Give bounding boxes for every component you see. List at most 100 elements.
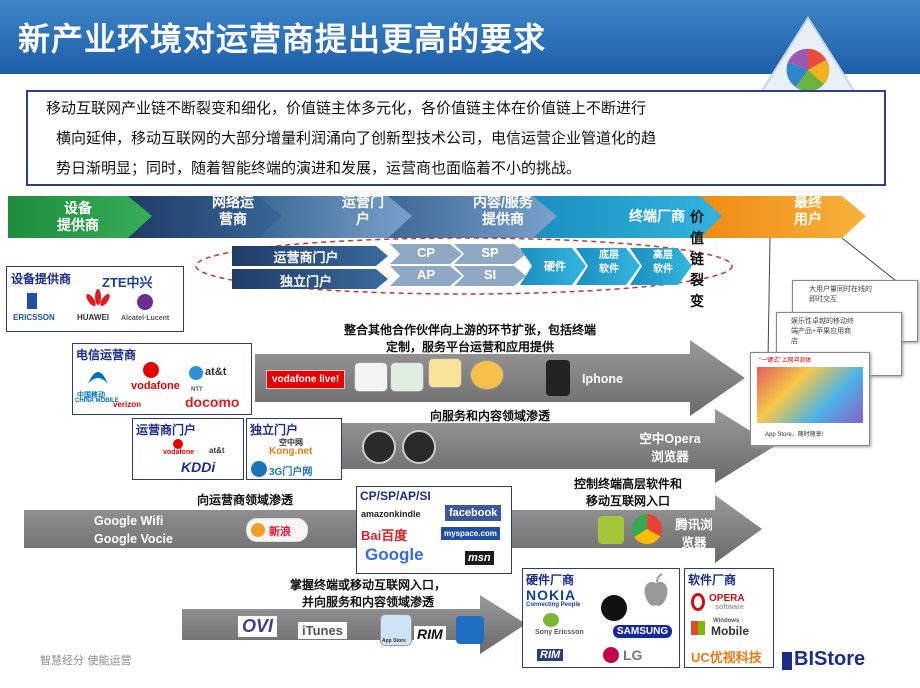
sp-label: SP [481, 245, 499, 260]
page-title: 新产业环境对运营商提出更高的要求 [18, 21, 547, 57]
att-small-logo: at&t [209, 446, 225, 455]
weibo-eye-icon [251, 523, 265, 537]
iphone-device-icon [546, 360, 570, 396]
intro-line-2: 横向延伸，移动互联网的大部分增量利润涌向了创新型技术公司，电信运营企业管道化的趋 [56, 130, 657, 147]
vodafone-small-icon [173, 439, 183, 449]
myspace-logo: myspace.com [441, 527, 500, 540]
vodafone-small-logo: vodafone [163, 449, 195, 456]
screen2-text: 娱乐性卓越的移动终 端产品+苹果应用商 店 [791, 318, 854, 345]
china-mobile-mark-icon [88, 372, 108, 384]
software-vendor-box: 软件厂商 OPERA software Windows Mobile UC优视科… [684, 568, 774, 668]
itunes-logo: iTunes [298, 622, 347, 639]
row3-left-label: Google Wifi Google Vocie [94, 514, 173, 546]
highsw-label: 高层 软件 [653, 250, 673, 275]
3g-mark-icon [251, 461, 267, 477]
baidu-logo: Bai百度 [361, 528, 408, 543]
portal2-label: 独立门户 [279, 274, 332, 289]
appstore-icon [380, 614, 412, 646]
motorola-icon [601, 595, 627, 621]
ntt-logo: NTT [191, 387, 203, 393]
hardware-vendor-box: 硬件厂商 NOKIA Connecting People Sony Ericss… [522, 568, 680, 668]
windows-marketplace-icon [456, 616, 484, 644]
chain-label-portal: 运营门 户 [342, 194, 384, 227]
intro-line-3: 势日渐明显；同时，随着智能终端的演进和发展，运营商也面临着不小的挑战。 [56, 160, 582, 177]
chain-seg-user [700, 196, 866, 238]
telecom-operator-box: 电信运营商 中国移动 CHINA MOBILE vodafone at&t NT… [72, 343, 252, 415]
kongzhong-url-logo: Kong.net [269, 446, 313, 457]
chain-label-content: 内容/服务 提供商 [473, 194, 533, 227]
ap-label: AP [416, 267, 436, 282]
sina-weibo-badge: 新浪 [246, 518, 308, 542]
intro-line-1: 移动互联网产业链不断裂变和细化，价值链主体多元化，各价值链主体在价值链上不断进行 [46, 100, 647, 117]
portal1-shape [232, 246, 388, 266]
att-logo: at&t [205, 366, 227, 378]
rim-logo: RIM [537, 649, 564, 661]
app-tile-2-icon [390, 362, 424, 392]
ericsson-mark-icon [27, 293, 37, 309]
chain-seg-terminal [533, 196, 735, 238]
nokia-logo: NOKIA [526, 587, 577, 603]
value-chain-arrows [8, 196, 866, 238]
intro-textbox: 移动互联网产业链不断裂变和细化，价值链主体多元化，各价值链主体在价值链上不断进行… [26, 90, 886, 186]
split-label: 价值链裂变 [690, 209, 704, 309]
msn-logo: msn [465, 551, 494, 565]
sony-ericsson-icon [543, 613, 559, 627]
opera-sub-logo: software [715, 604, 744, 611]
huawei-mark-icon [86, 289, 110, 306]
chain-seg-portal [258, 196, 425, 238]
op-portal-title: 运营商门户 [136, 423, 197, 437]
windows-logo: Windows [713, 618, 740, 624]
chain-seg-equipment [8, 196, 165, 238]
screen3-text: "一键式"上网冲浪体 [759, 358, 812, 364]
win-mobile-logo: Mobile [711, 624, 749, 638]
rim-small-logo: RIM [414, 626, 446, 642]
lg-logo: LG [623, 647, 643, 663]
opera-logo: OPERA [709, 593, 745, 604]
verizon-logo: verizon [113, 400, 142, 409]
footer-slogan: 智慧经分 使能运营 [40, 654, 132, 667]
ericsson-logo: ERICSSON [13, 313, 55, 322]
chrome-icon [632, 514, 662, 544]
split-ellipse [195, 237, 733, 295]
bistore-mark-icon [782, 652, 792, 670]
chain-seg-network [128, 196, 295, 238]
chain-label-user: 最终 用户 [794, 194, 822, 227]
highsw-shape [630, 248, 692, 285]
china-mobile-logo: 中国移动 [77, 392, 105, 399]
screen-card-3: "一键式"上网冲浪体 App Store，随时随享! [750, 352, 870, 446]
screen1-text: 大用户量同时在线的 即时交互 [809, 286, 872, 303]
lowsw-shape [576, 248, 640, 285]
chain-label-network: 网络运 营商 [212, 194, 254, 227]
row1-caption: 整合其他合作伙伴向上游的环节扩张，包括终端 定制，服务平台运营和应用提供 [343, 323, 596, 354]
row3-right-caption: 控制终端高层软件和 移动互联网入口 [573, 477, 682, 508]
operator-portal-box: 运营商门户 vodafone at&t KDDi [132, 418, 244, 480]
cp-label: CP [416, 245, 436, 260]
app-tile-1-icon [354, 362, 388, 392]
chain-seg-content [388, 196, 570, 238]
huawei-logo: HUAWEI [77, 313, 109, 322]
lowsw-label: 底层 软件 [599, 250, 619, 275]
opera-mark-icon [691, 593, 705, 611]
nokia-sub-logo: Connecting People [526, 602, 581, 608]
corner-logo-icon [758, 16, 858, 95]
kddi-logo: KDDi [181, 459, 216, 475]
kongzhong-logo: 空中网 [279, 438, 303, 447]
chain-label-terminal: 终端厂商 [629, 208, 685, 224]
shopping-cart-icon [428, 358, 462, 388]
sony-ericsson-logo: Sony Ericsson [535, 629, 584, 636]
portal1-label: 运营商门户 [273, 250, 339, 265]
cpsp-box: CP/SP/AP/SI amazonkindle facebook Bai百度 … [356, 486, 512, 574]
facebook-logo: facebook [445, 505, 502, 521]
screen4-text: App Store，随时随享! [765, 432, 824, 438]
ovi-logo: OVI [238, 616, 278, 637]
sina-logo: 新浪 [269, 526, 291, 538]
china-mobile-en-logo: CHINA MOBILE [75, 398, 119, 404]
portal2-shape [232, 269, 388, 289]
alcatel-logo: Alcatel·Lucent [121, 315, 170, 322]
row2-end-label: 空中Opera 浏览器 [639, 432, 701, 464]
att-mark-icon [189, 366, 203, 380]
row4-caption: 掌握终端或移动互联网入口， 并向服务和内容领域渗透 [289, 578, 446, 609]
arrow-row2 [336, 409, 775, 483]
sw-vendor-title: 软件厂商 [688, 573, 737, 587]
